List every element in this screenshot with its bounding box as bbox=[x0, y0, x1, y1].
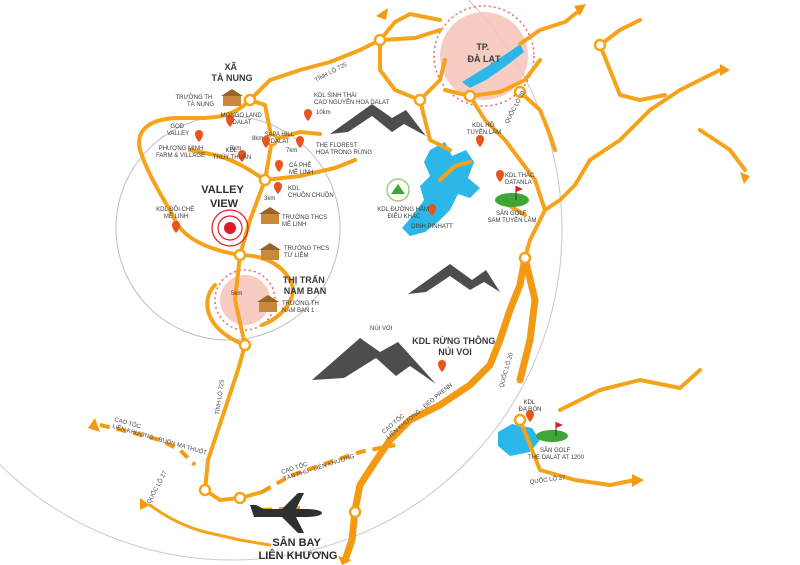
map-pin-icon bbox=[275, 160, 283, 172]
tuyen-lam-lake bbox=[402, 142, 480, 236]
road-label: QUỐC LỘ 27 bbox=[146, 469, 169, 505]
poi-label: SÂN GOLF SAM TUYỀN LÂM bbox=[488, 210, 537, 224]
quoc-lo-20-branch bbox=[516, 254, 539, 384]
junction-nodes bbox=[198, 33, 607, 519]
building-icon bbox=[257, 295, 279, 312]
arrow-icon bbox=[632, 474, 644, 487]
arrow-icon bbox=[740, 172, 750, 184]
distance-label: 9km bbox=[230, 146, 241, 152]
poi-label: CÀ PHÊ MÊ LINH bbox=[289, 161, 313, 176]
poi-label: TRƯỜNG TH TÀ NUNG bbox=[176, 94, 215, 108]
road-label: CAO TỐC TÂN PHÚ - LIÊN KHƯƠNG bbox=[280, 446, 355, 482]
map-pin-icon bbox=[526, 410, 534, 422]
distance-label: 8km bbox=[252, 136, 263, 142]
da-lat-lake bbox=[462, 44, 524, 88]
arrow-icon bbox=[88, 418, 100, 432]
poi-label: DINH PINHATT bbox=[411, 224, 453, 230]
road-label: QUỐC LỘ 27 bbox=[529, 474, 566, 486]
quoc-lo-20-road bbox=[341, 254, 529, 564]
nam-ban-highlight bbox=[220, 275, 270, 325]
map-pin-icon bbox=[274, 182, 282, 194]
poi-label: KDL HỒ TUYỀN LÂM bbox=[467, 122, 501, 136]
da-lat-highlight-ring bbox=[433, 5, 535, 107]
poi-label: KDL CHUỒN CHUỒN bbox=[288, 186, 334, 199]
road-label: QUỐC LỘ 20 bbox=[498, 351, 515, 388]
mountain-top bbox=[330, 104, 426, 136]
map-pin-icon bbox=[496, 170, 504, 182]
poi-label: KDL ĐỒI CHÈ MÊ LINH bbox=[156, 206, 196, 220]
distance-label: 3km bbox=[264, 196, 275, 202]
road-label: CAO TỐC LIÊN KHƯƠNG - BUÔN MA THUỘT bbox=[112, 416, 210, 457]
poi-pins bbox=[172, 109, 534, 422]
edge-arrows bbox=[88, 4, 750, 565]
map-pin-icon bbox=[428, 204, 436, 216]
map-pin-icon bbox=[195, 130, 203, 142]
map-pin-icon bbox=[238, 150, 246, 162]
map-pin-icon bbox=[296, 136, 304, 148]
expressway-tp-lk bbox=[261, 443, 396, 494]
poi-label: THE FLOREST HOA TRONG RỪNG bbox=[316, 143, 372, 156]
town-label-nam-ban: THỊ TRẤN NAM BAN bbox=[283, 275, 328, 296]
arrow-icon bbox=[338, 556, 352, 565]
provincial-roads bbox=[148, 343, 702, 547]
map-pin-icon bbox=[476, 135, 484, 147]
poi-label: KDL ĐƯỜNG HẦM ĐIÊU KHẮC bbox=[377, 206, 430, 220]
map-pin-icon bbox=[262, 136, 270, 148]
poi-label: MONGO LAND DALAT bbox=[221, 113, 264, 126]
mountain-nui-voi bbox=[312, 338, 436, 384]
golf-course-icon bbox=[536, 422, 568, 442]
airport-label: SÂN BAY LIÊN KHƯƠNG bbox=[258, 536, 337, 562]
building-icon bbox=[221, 89, 243, 106]
valley-view-target-icon bbox=[211, 209, 249, 247]
poi-label: TRƯỜNG THCS MÊ LINH bbox=[282, 214, 329, 228]
poi-label: KDL SINH THÁI CAO NGUYÊN HOA DALAT bbox=[314, 92, 390, 106]
poi-label: TRƯỜNG TH NAM BAN 1 bbox=[282, 300, 321, 314]
poi-label: TRƯỜNG THCS TỪ LIÊM bbox=[284, 245, 331, 259]
road-label: CAO TỐC LIÊN KHƯƠNG - ĐÈO PRENN bbox=[381, 376, 454, 440]
poi-label-kdl-rung-thong: KDL RỪNG THÔNG NÚI VOI bbox=[412, 335, 498, 357]
building-icon bbox=[259, 243, 281, 260]
expressway-lk-bmt bbox=[99, 423, 197, 467]
poi-label: PHƯƠNG MINH FARM & VILLAGE bbox=[156, 146, 205, 159]
golf-course-icon bbox=[495, 186, 529, 207]
da-lat-highlight bbox=[440, 12, 528, 100]
local-roads bbox=[137, 8, 747, 347]
airplane-icon bbox=[250, 493, 322, 533]
road-label: TỈNH LỘ 725 bbox=[214, 379, 226, 416]
tunnel-logo-icon bbox=[386, 178, 410, 202]
poi-label: GOD VALLEY bbox=[167, 124, 189, 137]
mountain-label-nui-voi: NÚI VOI bbox=[370, 325, 393, 332]
poi-label: KDL THỦY THUẬN bbox=[213, 148, 251, 161]
arrow-icon bbox=[376, 8, 388, 20]
poi-label: SÂN GOLF THE DALAT AT 1200 bbox=[528, 447, 585, 461]
distance-label: 7km bbox=[286, 148, 297, 154]
map-pin-icon bbox=[438, 360, 446, 372]
map-pin-icon bbox=[304, 109, 312, 121]
distance-label: 10km bbox=[316, 110, 331, 116]
map-pin-icon bbox=[172, 221, 180, 233]
arrow-icon bbox=[720, 64, 730, 76]
project-label-valley-view: VALLEY VIEW bbox=[201, 184, 246, 210]
commune-label-ta-nung: XÃ TÀ NUNG bbox=[212, 62, 253, 83]
mountain-middle bbox=[408, 264, 500, 294]
building-icon bbox=[259, 207, 281, 224]
poi-label: KDL ĐA RÒN bbox=[518, 400, 541, 413]
arrow-icon bbox=[140, 498, 150, 510]
poi-label: KDL THÁC DATANLA bbox=[505, 172, 536, 186]
arrow-icon bbox=[574, 4, 586, 16]
radius-circle-large bbox=[0, 0, 563, 561]
map-pin-icon bbox=[226, 115, 234, 127]
distance-label: 5km bbox=[231, 291, 242, 297]
poi-label: SAPA HILL DALAT bbox=[264, 132, 295, 145]
city-label-da-lat: TP. ĐÀ LẠT bbox=[468, 42, 501, 64]
